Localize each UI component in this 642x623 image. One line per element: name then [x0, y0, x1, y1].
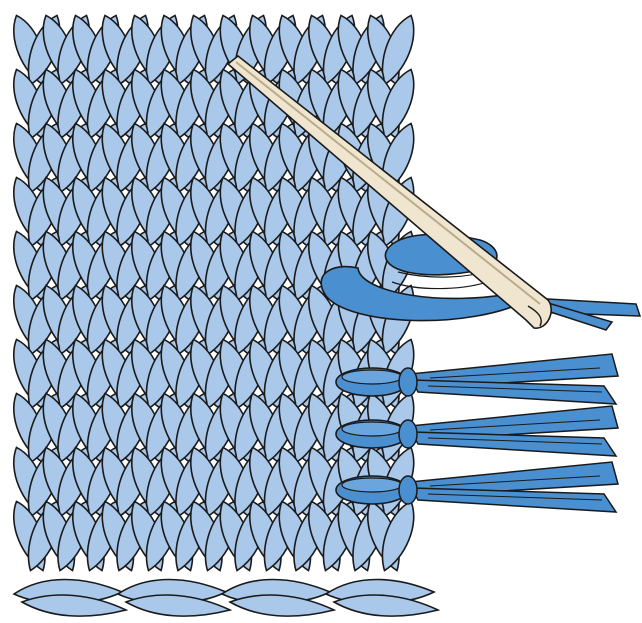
- fringe-tail-lower: [412, 488, 616, 512]
- fringe-tail-lower: [412, 432, 616, 456]
- attached-fringe-bundles: [336, 354, 618, 512]
- fringe-knot-wrap: [399, 420, 417, 448]
- cast-on-twist-lower: [334, 595, 438, 616]
- cast-on-edge: [14, 580, 438, 617]
- cast-on-twist-lower: [22, 595, 126, 616]
- fringe-knot-wrap: [399, 368, 417, 396]
- cast-on-twist-lower: [230, 595, 334, 616]
- fringe-knot-top: [342, 370, 402, 384]
- fringe-knot-wrap: [399, 476, 417, 504]
- fringe-tail-lower: [412, 380, 616, 404]
- cast-on-twist-lower: [126, 595, 230, 616]
- fringe-knot-top: [342, 422, 402, 436]
- fringe-knot-top: [342, 478, 402, 492]
